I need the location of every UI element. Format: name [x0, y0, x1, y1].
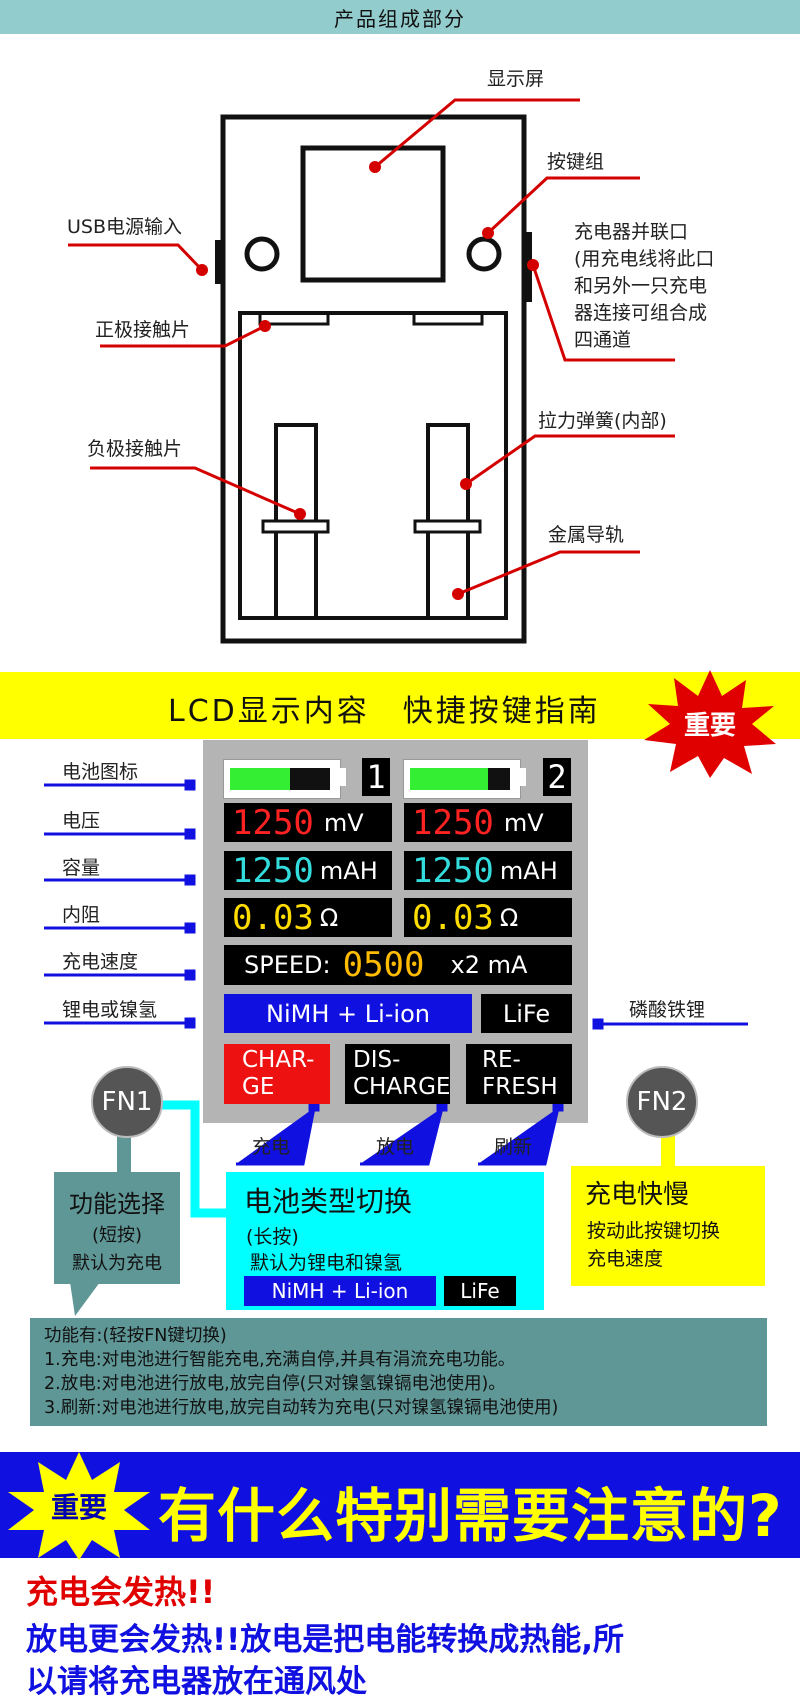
mode-charge: CHAR- GE [224, 1044, 330, 1104]
battery-tip-ch1 [338, 768, 346, 786]
warning-line-3: 以请将充电器放在通风处 [26, 1664, 367, 1700]
fn2-button-icon[interactable]: FN2 [626, 1066, 698, 1138]
section1-title: 产品组成部分 [334, 6, 466, 31]
left-label-speed: 充电速度 [62, 951, 139, 973]
section3-badge-label: 重要 [50, 1491, 107, 1524]
type-box-nimh: NiMH + Li-ion [244, 1276, 436, 1306]
battery-icon-ch1 [224, 760, 340, 798]
fn2-info-box: 充电快慢 按动此按键切换 充电速度 [571, 1166, 765, 1286]
charger-body [220, 114, 527, 644]
resistance-readout-ch1: 0.03 Ω [224, 898, 392, 938]
label-parallel: 充电器并联口 (用充电线将此口 和另外一只充电 器连接可组合成 四通道 [574, 221, 715, 351]
fn1-button-icon[interactable]: FN1 [91, 1066, 163, 1138]
section3-title: 有什么特别需要注意的? [158, 1482, 783, 1550]
voltage-readout-ch2: 1250 mV [404, 803, 572, 843]
label-buttons: 按键组 [547, 151, 605, 173]
warning-line-1: 充电会发热!! [26, 1573, 216, 1611]
type-box-life: LiFe [444, 1276, 516, 1306]
label-spring: 拉力弹簧(内部) [538, 410, 667, 432]
fn1-info-box: 功能选择 (短按) 默认为充电 [54, 1172, 180, 1284]
charger-diagram [68, 98, 675, 644]
mode-refresh: RE- FRESH [466, 1044, 572, 1104]
label-positive: 正极接触片 [95, 319, 191, 341]
important-star-icon [8, 1452, 150, 1560]
capacity-readout-ch1: 1250 mAH [224, 851, 392, 891]
label-rail: 金属导轨 [548, 524, 625, 546]
channel-1-badge: 1 [362, 758, 390, 796]
fn1-button [244, 236, 280, 272]
label-negative: 负极接触片 [87, 438, 183, 460]
important-burst-icon [644, 670, 776, 778]
functions-box: 功能有:(轻按FN键切换) 1.充电:对电池进行智能充电,充满自停,并具有涓流充… [30, 1318, 767, 1426]
left-label-battery-icon: 电池图标 [62, 761, 139, 783]
mode-label-charge: 充电 [252, 1136, 291, 1158]
slider-right [413, 519, 482, 534]
important-badge-label: 重要 [683, 710, 736, 741]
battery-bay [238, 311, 508, 620]
display-screen [300, 145, 446, 283]
battery-fill-ch2 [410, 768, 488, 790]
speed-readout: SPEED: 0500 x2 mA [224, 945, 572, 985]
capacity-readout-ch2: 1250 mAH [404, 851, 572, 891]
mode-discharge: DIS- CHARGE [345, 1044, 450, 1104]
mode-label-discharge: 放电 [376, 1136, 415, 1158]
type-nimh-liion: NiMH + Li-ion [224, 994, 472, 1033]
type-switch-box: 电池类型切换 (长按) 默认为锂电和镍氢 NiMH + Li-ion LiFe [226, 1172, 544, 1310]
mode-label-refresh: 刷新 [494, 1136, 533, 1158]
section2-title: LCD显示内容 快捷按键指南 [168, 694, 601, 729]
left-label-capacity: 容量 [62, 857, 101, 879]
fn2-button [466, 236, 502, 272]
section1-header: 产品组成部分 [0, 0, 800, 34]
warning-line-2: 放电更会发热!!放电是把电能转换成热能,所 [26, 1622, 625, 1658]
label-usb: USB电源输入 [67, 216, 183, 238]
resistance-readout-ch2: 0.03 Ω [404, 898, 572, 938]
label-display: 显示屏 [487, 68, 545, 90]
type-life: LiFe [481, 994, 572, 1033]
section3-banner [0, 1452, 800, 1558]
battery-tip-ch2 [518, 768, 526, 786]
usb-port [215, 240, 224, 284]
left-label-voltage: 电压 [62, 810, 101, 832]
left-label-resistance: 内阻 [62, 904, 101, 926]
battery-icon-ch2 [404, 760, 520, 798]
battery-fill-ch1 [230, 768, 290, 790]
left-label-type: 锂电或镍氢 [62, 999, 158, 1021]
voltage-readout-ch1: 1250 mV [224, 803, 392, 843]
channel-2-badge: 2 [543, 758, 571, 796]
slider-left [261, 519, 330, 534]
right-label-lifepo4: 磷酸铁锂 [629, 999, 706, 1021]
